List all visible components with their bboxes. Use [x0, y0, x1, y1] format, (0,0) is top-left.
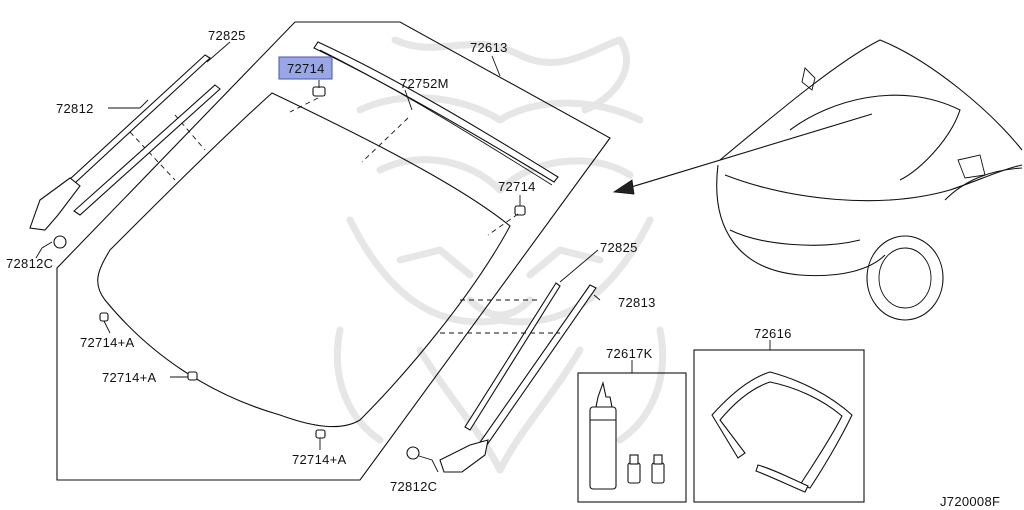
label-72714-a2: 72714+A	[102, 370, 157, 385]
watermark-emblem	[333, 36, 667, 474]
molding-upper-right-72825	[464, 282, 561, 431]
label-72812: 72812	[56, 101, 94, 116]
molding-side-left-72812	[73, 84, 221, 216]
label-72616: 72616	[754, 326, 792, 341]
label-72825-upper-left: 72825	[208, 28, 246, 43]
label-72825-upper-right: 72825	[600, 240, 638, 255]
clip-left-72812C	[35, 235, 67, 259]
label-72812C-right: 72812C	[390, 479, 437, 494]
label-72714-highlighted: 72714	[287, 61, 325, 76]
fastener-a3	[315, 429, 326, 450]
cowl-right-72813	[439, 439, 489, 473]
clip-right-72812C	[406, 446, 439, 473]
label-72714-a3: 72714+A	[292, 452, 347, 467]
label-72813: 72813	[618, 295, 656, 310]
leader-72752M	[404, 89, 413, 111]
label-72812C-left: 72812C	[6, 256, 53, 271]
windshield-glass	[97, 92, 511, 428]
primer-bottle-1	[627, 454, 641, 484]
windshield-assembly-frame	[56, 21, 611, 481]
leader-72613	[491, 55, 501, 77]
diagram-code: J720008F	[940, 494, 1000, 509]
label-72752M: 72752M	[400, 76, 449, 91]
pointer-arrow	[612, 113, 873, 195]
cowl-left-72812	[29, 177, 81, 231]
highlight-box	[278, 56, 333, 80]
vehicle-sketch	[716, 39, 1023, 321]
adhesive-cartridge	[589, 380, 617, 490]
primer-bottle-2	[651, 454, 665, 484]
fastener-top-72714	[312, 86, 326, 97]
fastener-right-72714	[514, 205, 526, 216]
dam-rubber-seal	[711, 371, 853, 489]
dam-rubber-box	[693, 349, 865, 503]
label-72714-a1: 72714+A	[80, 335, 135, 350]
label-72714-right: 72714	[498, 179, 536, 194]
label-72617K: 72617K	[606, 346, 653, 361]
fastener-a1	[99, 312, 111, 334]
label-72613: 72613	[470, 40, 508, 55]
fastener-a2	[170, 371, 198, 381]
